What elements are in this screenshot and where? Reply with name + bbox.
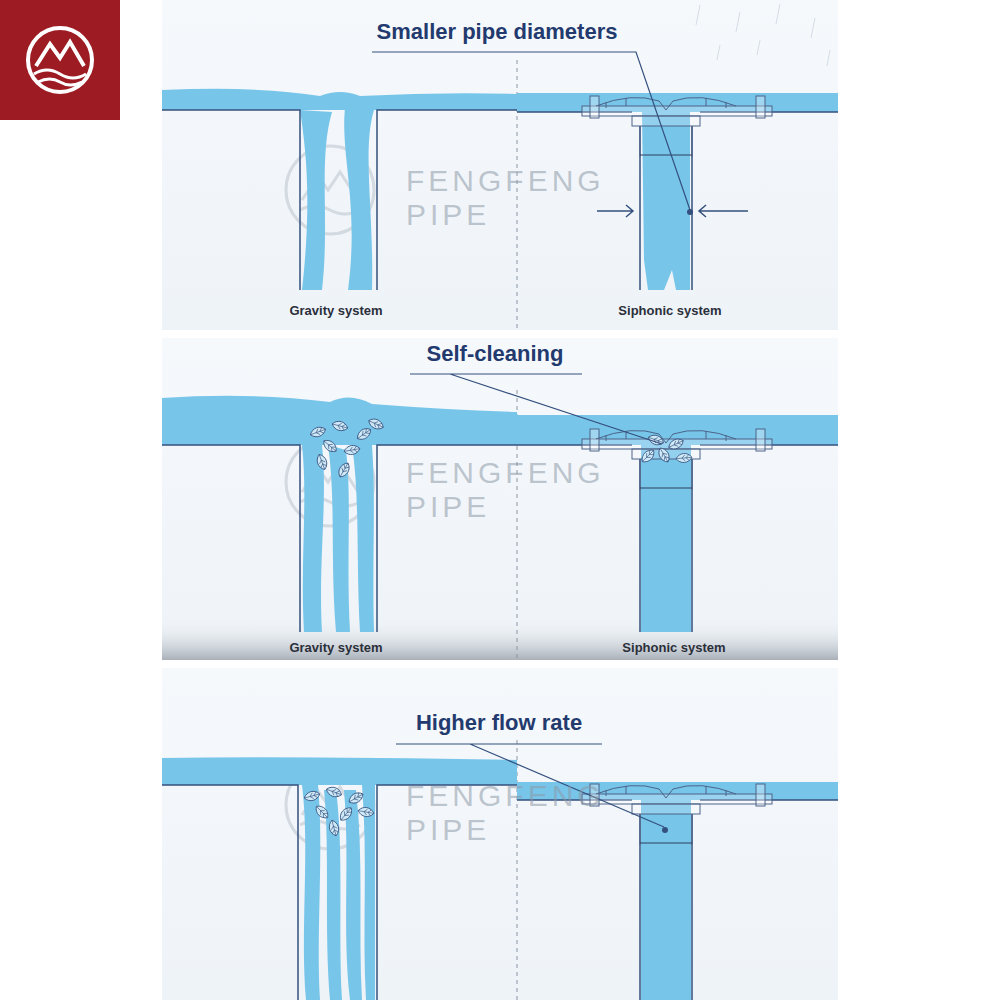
watermark-text: FENGFENG	[406, 456, 605, 491]
panel-shadow	[162, 620, 838, 660]
system-label: Siphonic system	[622, 641, 725, 656]
panel	[162, 0, 838, 330]
system-label: Gravity system	[289, 641, 382, 656]
divider	[517, 60, 518, 1000]
leader-line	[410, 374, 662, 444]
logo-badge	[0, 0, 120, 120]
watermark-text: PIPE	[406, 490, 490, 525]
panel	[162, 338, 838, 660]
siphonic-drain	[517, 782, 838, 1000]
siphonic-drain	[517, 415, 838, 632]
system-label: Siphonic system	[618, 304, 721, 319]
gravity-drain	[162, 396, 517, 632]
panel	[162, 668, 838, 1000]
callout-title: Self-cleaning	[427, 341, 564, 366]
callout-title: Smaller pipe diameters	[377, 19, 618, 44]
watermark-text: FENGFENG	[406, 779, 605, 814]
watermark-text: PIPE	[406, 198, 490, 233]
leader-line	[372, 52, 690, 210]
callout-title: Higher flow rate	[416, 710, 582, 735]
watermark-text: FENGFENG	[406, 164, 605, 199]
rain	[696, 4, 830, 66]
watermark-text: PIPE	[406, 813, 490, 848]
logo-icon	[28, 28, 92, 92]
system-label: Gravity system	[289, 304, 382, 319]
